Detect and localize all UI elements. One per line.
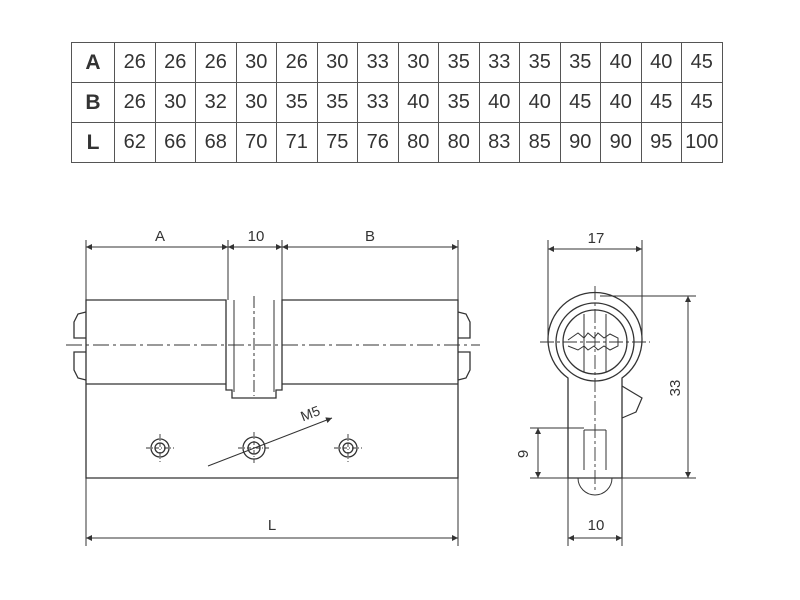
stem-bottom xyxy=(577,477,613,496)
table-cell: 66 xyxy=(154,122,196,163)
table-cell: 30 xyxy=(235,82,277,123)
table-cell: 80 xyxy=(438,122,480,163)
table-cell: 40 xyxy=(397,82,439,123)
dim-cam-label: 10 xyxy=(248,228,265,245)
table-cell: 83 xyxy=(478,122,520,163)
dim-width-label: 17 xyxy=(588,230,605,247)
table-cell: 85 xyxy=(519,122,561,163)
table-cell: 26 xyxy=(195,42,237,83)
table-cell: 71 xyxy=(276,122,318,163)
dim-m5-label: M5 xyxy=(298,402,322,424)
table-cell: 90 xyxy=(600,122,642,163)
dim-m5-leader xyxy=(207,417,333,467)
table-cell: 35 xyxy=(438,82,480,123)
front-view xyxy=(66,296,480,479)
front-dimensions xyxy=(85,240,459,546)
table-cell: 40 xyxy=(600,42,642,83)
screw-hole-left xyxy=(146,434,174,462)
cam-lever xyxy=(621,385,643,419)
keyway xyxy=(567,332,619,351)
row-label: L xyxy=(71,122,115,163)
table-cell: 45 xyxy=(640,82,682,123)
cylinder-body-outline xyxy=(85,299,459,479)
table-cell: 40 xyxy=(519,82,561,123)
dim-b-label: B xyxy=(365,228,375,245)
table-cell: 40 xyxy=(478,82,520,123)
dim-10-bottom-label: 10 xyxy=(588,517,605,534)
table-cell: 45 xyxy=(681,42,723,83)
table-cell: 32 xyxy=(195,82,237,123)
row-label: B xyxy=(71,82,115,123)
dim-l-label: L xyxy=(268,517,276,534)
table-cell: 35 xyxy=(438,42,480,83)
screw-hole-right xyxy=(334,434,362,462)
dim-9-label: 9 xyxy=(515,450,532,458)
side-dimensions xyxy=(530,240,696,546)
table-cell: 80 xyxy=(397,122,439,163)
side-profile-outline xyxy=(547,291,643,479)
left-end-cap-bottom xyxy=(73,351,87,381)
table-cell: 35 xyxy=(519,42,561,83)
table-cell: 30 xyxy=(316,42,358,83)
table-cell: 45 xyxy=(681,82,723,123)
row-label: A xyxy=(71,42,115,83)
right-end-cap-top xyxy=(457,311,471,339)
table-cell: 26 xyxy=(114,42,156,83)
table-cell: 68 xyxy=(195,122,237,163)
table-cell: 100 xyxy=(681,122,723,163)
table-cell: 40 xyxy=(640,42,682,83)
dim-height-label: 33 xyxy=(667,380,684,397)
table-cell: 40 xyxy=(600,82,642,123)
table-cell: 90 xyxy=(559,122,601,163)
table-cell: 30 xyxy=(397,42,439,83)
table-cell: 70 xyxy=(235,122,277,163)
table-cell: 95 xyxy=(640,122,682,163)
table-cell: 76 xyxy=(357,122,399,163)
dim-a-label: A xyxy=(155,228,165,245)
side-view xyxy=(540,286,650,496)
cam-slot xyxy=(233,300,275,392)
keyway-slot xyxy=(583,314,607,372)
right-end-cap-bottom xyxy=(457,351,471,381)
table-cell: 33 xyxy=(357,42,399,83)
left-end-cap-top xyxy=(73,311,87,339)
table-cell: 62 xyxy=(114,122,156,163)
